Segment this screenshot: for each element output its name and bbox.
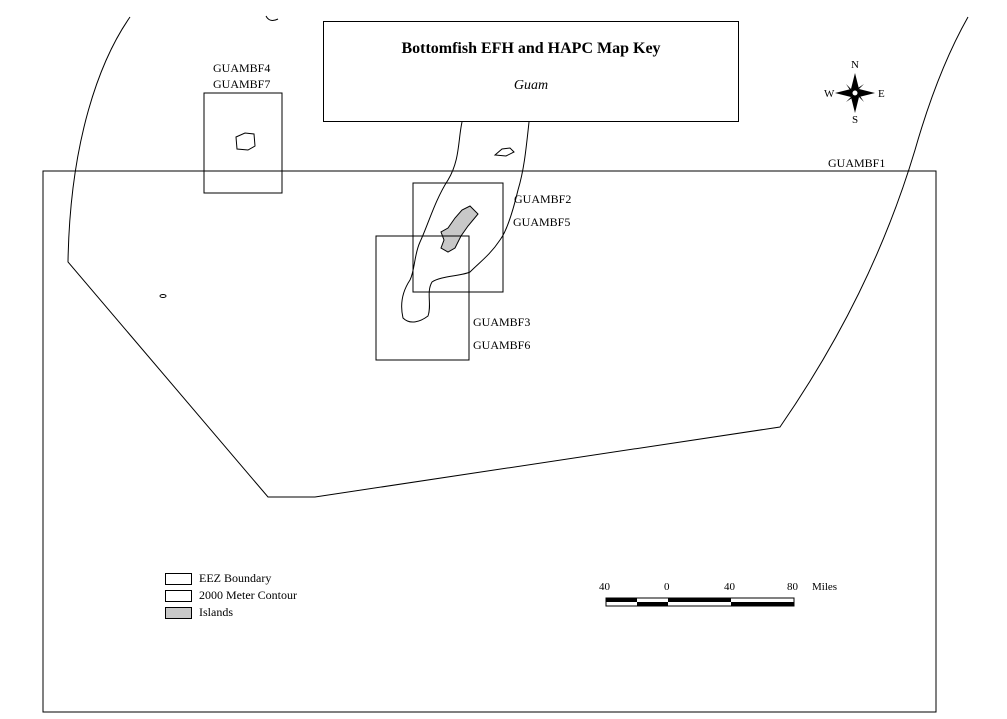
legend-label-contour: 2000 Meter Contour	[199, 588, 297, 602]
grid-box-guambf2	[412, 182, 504, 293]
legend-item-islands: Islands	[165, 604, 297, 621]
scale-unit: Miles	[812, 581, 838, 593]
scale-tick-4: 80	[787, 581, 798, 593]
legend-item-eez: EEZ Boundary	[165, 570, 297, 587]
grid-box-guambf3	[375, 235, 470, 361]
compass-w: W	[824, 88, 835, 100]
contour-2000m	[401, 121, 530, 323]
legend: EEZ Boundary 2000 Meter Contour Islands	[165, 570, 297, 621]
legend-swatch-eez	[165, 572, 192, 585]
label-guambf1: GUAMBF1	[828, 156, 886, 170]
label-guambf2: GUAMBF2	[514, 192, 572, 206]
title-box: Bottomfish EFH and HAPC Map Key Guam	[323, 21, 739, 122]
grid-box-guambf1	[42, 170, 937, 713]
label-guambf6: GUAMBF6	[473, 338, 531, 352]
scale-tick-3: 40	[724, 581, 735, 593]
compass-e: E	[878, 88, 885, 100]
scale-bar	[605, 597, 795, 607]
label-guambf4: GUAMBF4	[213, 61, 271, 75]
grid-box-guambf4	[203, 92, 283, 194]
eez-boundary	[67, 16, 969, 498]
island-outline-small	[235, 132, 256, 151]
scale-tick-2: 0	[664, 581, 670, 593]
legend-swatch-contour	[165, 589, 192, 602]
compass-n: N	[851, 59, 859, 71]
label-guambf3: GUAMBF3	[473, 315, 531, 329]
label-guambf5: GUAMBF5	[513, 215, 571, 229]
map-subtitle: Guam	[513, 78, 549, 93]
legend-label-islands: Islands	[199, 605, 233, 619]
rota-outline	[493, 147, 515, 157]
label-guambf7: GUAMBF7	[213, 77, 271, 91]
islet	[159, 294, 167, 298]
legend-item-contour: 2000 Meter Contour	[165, 587, 297, 604]
compass-rose-icon	[835, 73, 875, 113]
legend-swatch-islands	[165, 606, 192, 619]
guam-island	[440, 205, 479, 253]
coast-fragment	[265, 15, 279, 21]
map-title: Bottomfish EFH and HAPC Map Key	[401, 40, 661, 57]
legend-label-eez: EEZ Boundary	[199, 571, 272, 585]
scale-tick-1: 40	[599, 581, 610, 593]
compass-s: S	[852, 114, 859, 126]
